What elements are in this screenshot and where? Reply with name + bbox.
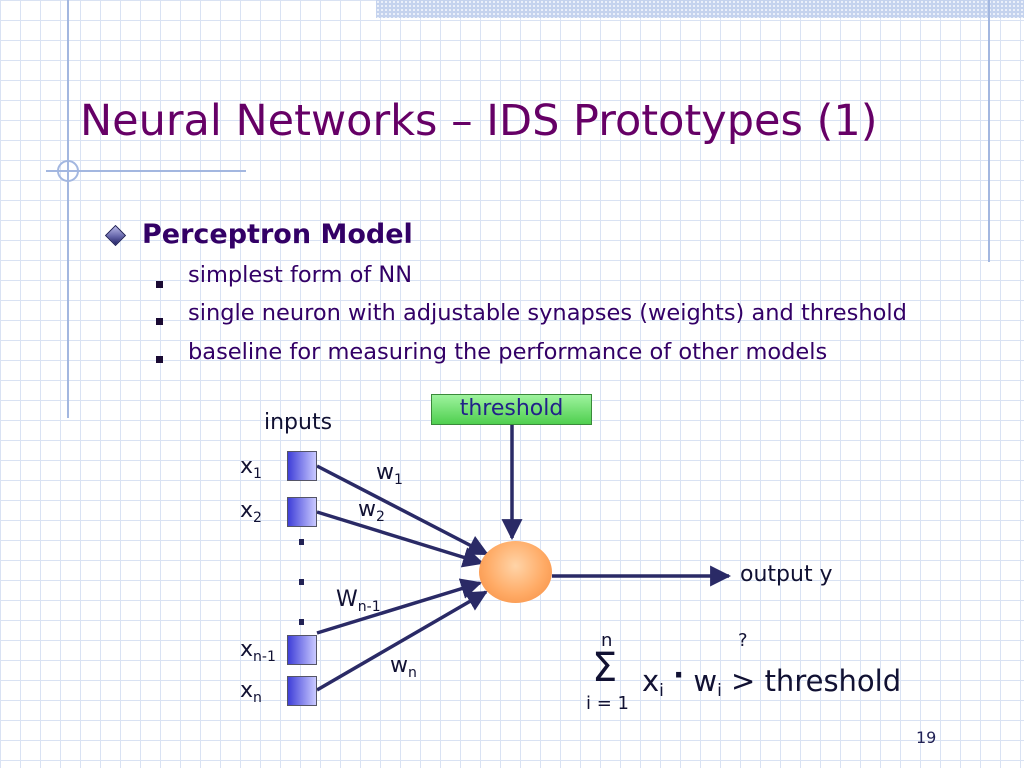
ellipsis-dot — [299, 619, 304, 625]
weight-label-wn-1: Wn-1 — [336, 587, 381, 615]
decorative-vertical-line-left — [67, 0, 69, 418]
decorative-horizontal-line — [46, 170, 246, 172]
input-node-x2 — [287, 497, 317, 527]
sub-bullet-3: baseline for measuring the performance o… — [188, 339, 828, 365]
formula-expression: xi · wi > threshold — [642, 658, 902, 701]
formula-lower-limit: i = 1 — [586, 693, 629, 714]
formula-upper-limit: n — [601, 630, 613, 651]
input-label-x1: x1 — [240, 454, 262, 482]
connection-xn-1 — [316, 578, 483, 635]
weight-label-w2: w2 — [358, 497, 385, 525]
sub-bullet-2: single neuron with adjustable synapses (… — [188, 300, 907, 326]
sub-bullet-1: simplest form of NN — [188, 262, 413, 288]
formula-question-mark: ? — [738, 630, 748, 651]
decorative-circle — [57, 160, 79, 182]
input-label-x2: x2 — [240, 498, 262, 526]
input-node-xn — [287, 676, 317, 706]
input-label-xn: xn — [240, 678, 262, 706]
connection-x1 — [316, 464, 489, 556]
ellipsis-dot — [299, 579, 304, 585]
main-bullet-text: Perceptron Model — [142, 219, 413, 250]
square-bullet-icon — [156, 356, 163, 363]
neuron-node — [479, 541, 552, 603]
square-bullet-icon — [156, 281, 163, 288]
output-label: output y — [740, 562, 833, 587]
page-number: 19 — [916, 728, 937, 747]
slide-title: Neural Networks – IDS Prototypes (1) — [80, 96, 878, 146]
square-bullet-icon — [156, 318, 163, 325]
input-node-x1 — [287, 451, 317, 481]
threshold-box: threshold — [431, 394, 592, 425]
connection-xn — [316, 590, 488, 692]
decorative-vertical-line-right — [988, 0, 990, 262]
input-label-xn-1: xn-1 — [240, 637, 276, 665]
weight-label-w1: w1 — [376, 460, 403, 488]
inputs-label: inputs — [264, 410, 333, 435]
ellipsis-dot — [299, 539, 304, 545]
input-node-xn-1 — [287, 635, 317, 665]
weight-label-wn: wn — [390, 653, 417, 681]
formula-sigma: Σ — [592, 645, 618, 691]
decorative-top-band — [376, 0, 1024, 18]
connection-x2 — [316, 510, 485, 568]
